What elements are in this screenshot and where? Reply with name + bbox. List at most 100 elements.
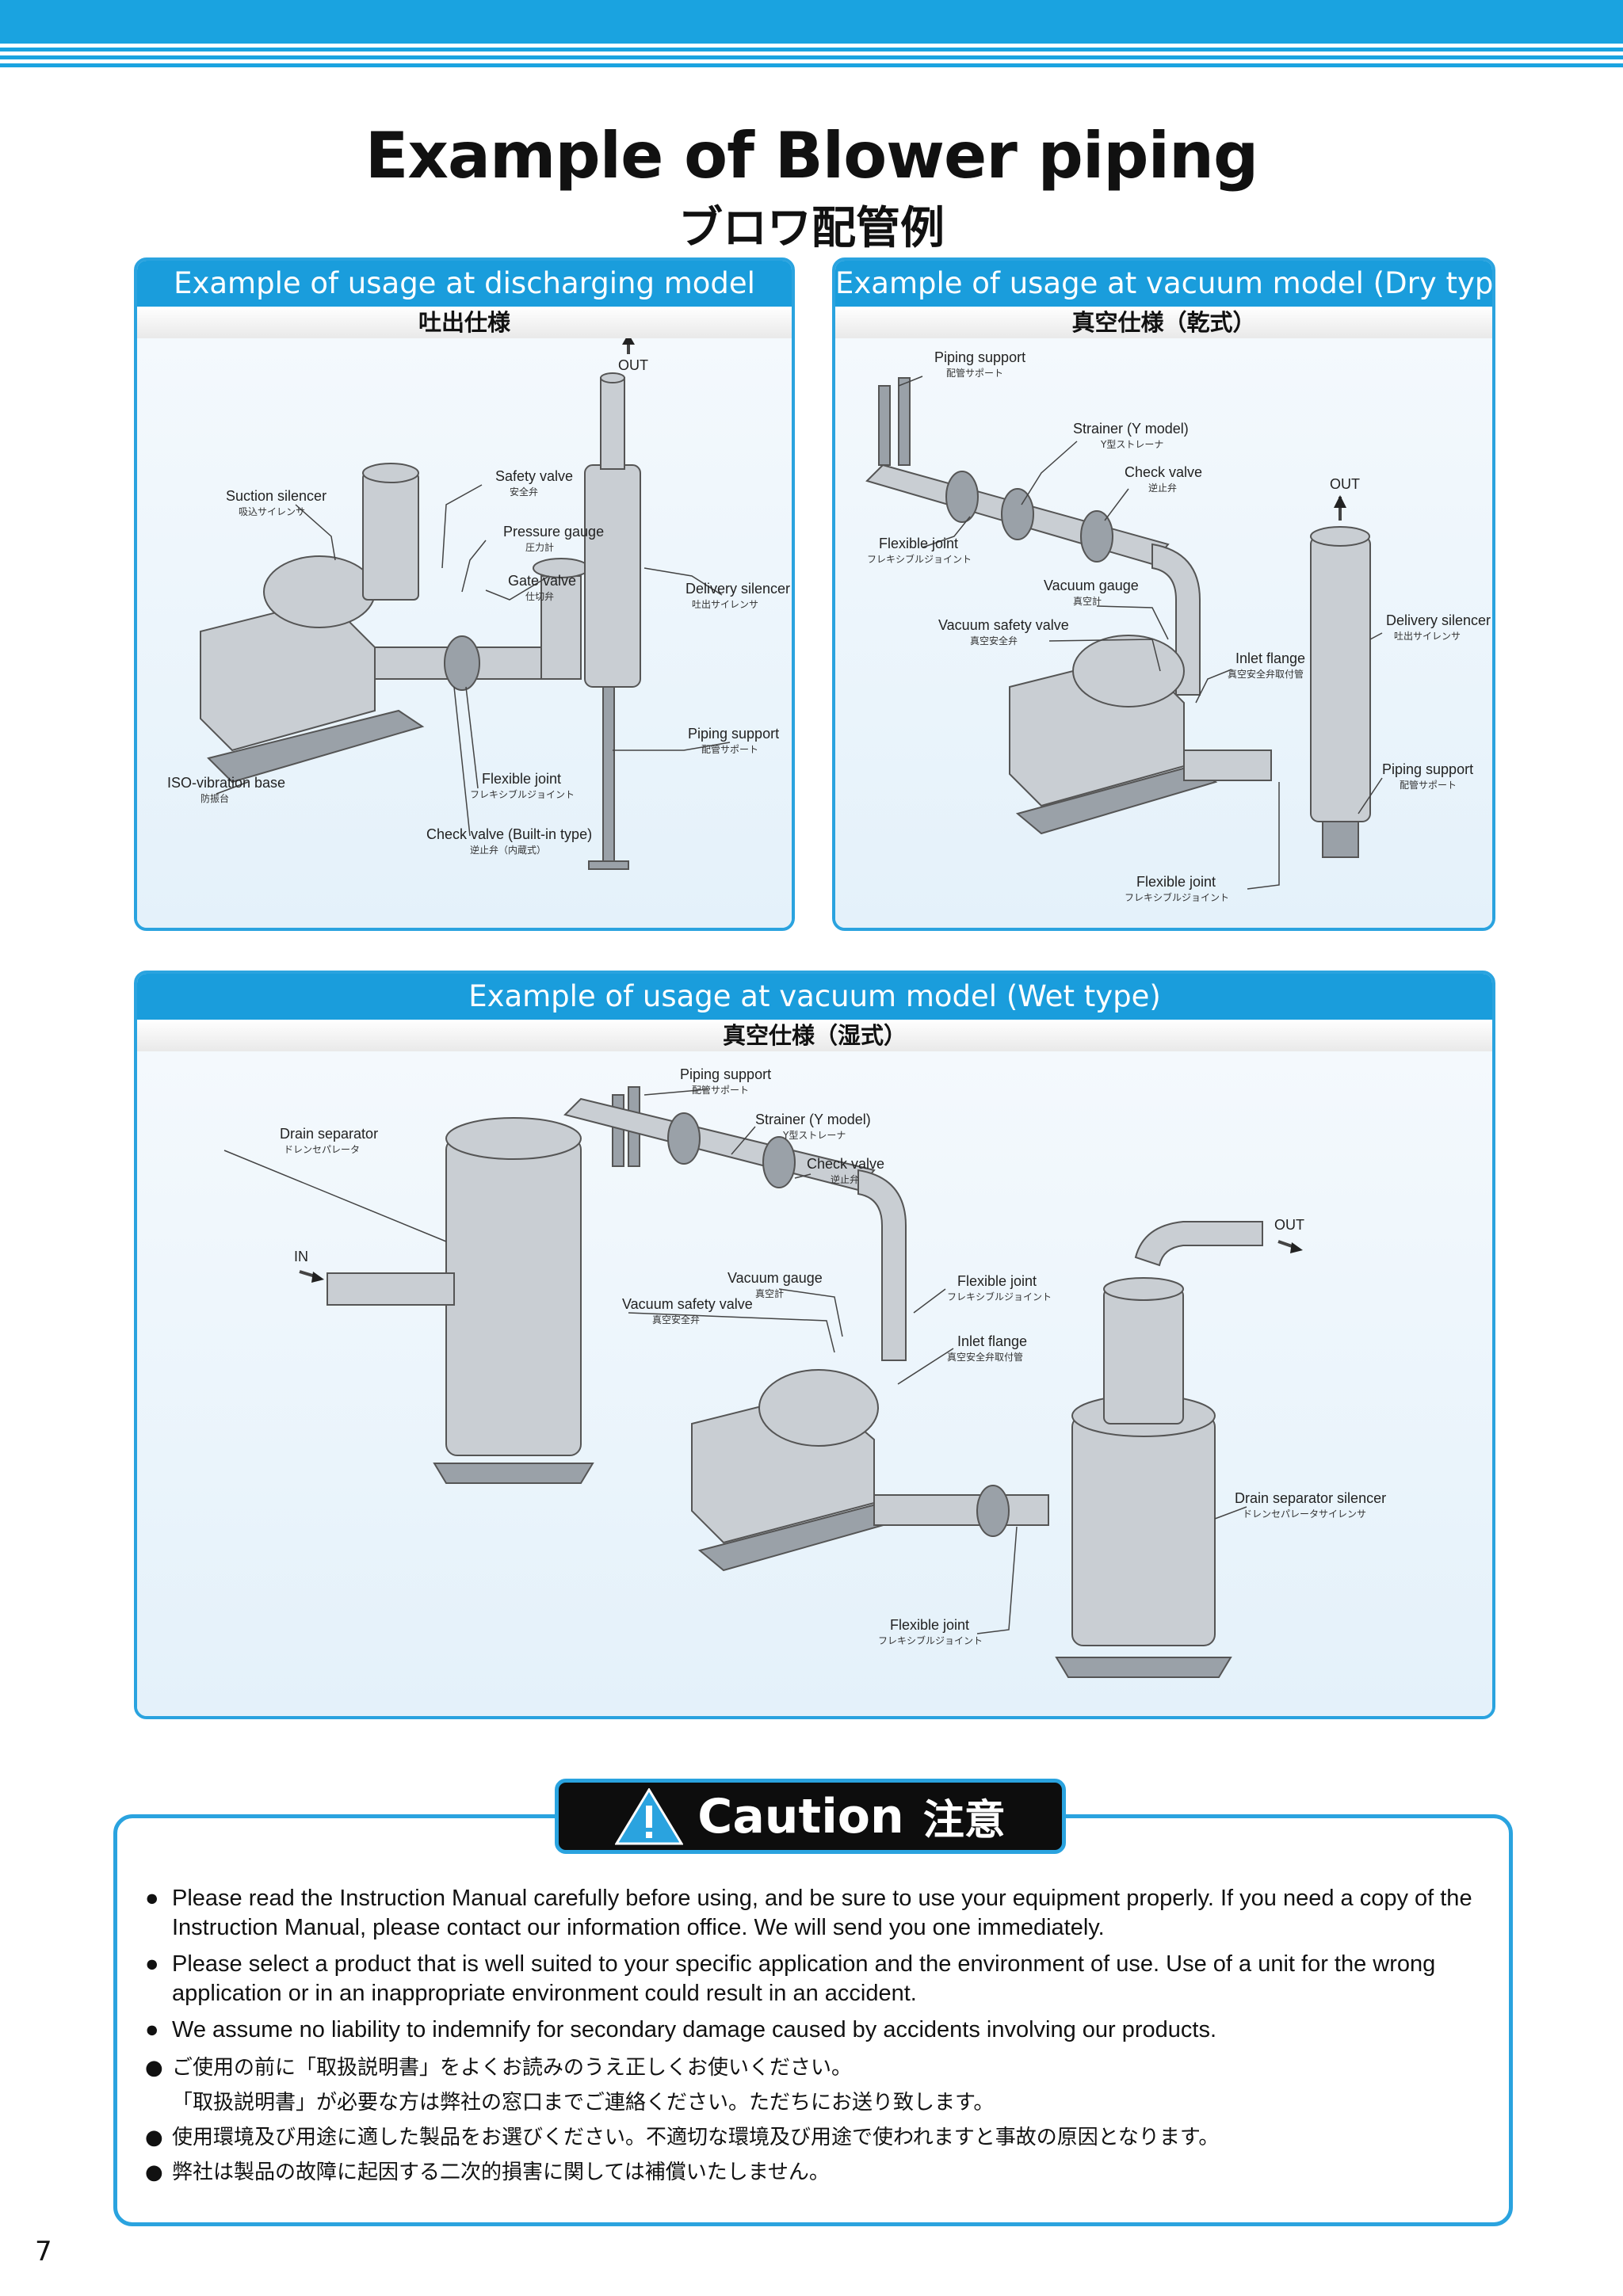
label-vacuum-gauge-jp: 真空計 — [755, 1287, 784, 1299]
label-flexible-joint-top-jp: フレキシブルジョイント — [947, 1291, 1052, 1302]
panel-vacuum-wet: Example of usage at vacuum model (Wet ty… — [134, 971, 1495, 1719]
label-strainer-jp: Y型ストレーナ — [1100, 439, 1163, 450]
top-stripe-lines — [0, 40, 1623, 71]
label-strainer: Strainer (Y model) — [1073, 421, 1189, 437]
panel-subtitle: 真空仕様（湿式） — [137, 1020, 1492, 1053]
label-suction-silencer: Suction silencer — [226, 488, 327, 504]
label-check-valve-jp: 逆止弁 — [831, 1173, 859, 1185]
vacuum-dry-diagram: Piping support 配管サポート Strainer (Y model)… — [865, 349, 1491, 903]
diagram-area: Piping support 配管サポート Strainer (Y model)… — [835, 338, 1492, 928]
label-flexible-joint-top: Flexible joint — [957, 1273, 1037, 1289]
suction-pipe-shape — [563, 1097, 876, 1192]
label-delivery-silencer-jp: 吐出サイレンサ — [1394, 631, 1461, 642]
panel-title: Example of usage at vacuum model (Dry ty… — [835, 261, 1492, 307]
panel-title: Example of usage at discharging model — [137, 261, 792, 307]
caution-item: Please read the Instruction Manual caref… — [145, 1884, 1484, 1943]
label-piping-support-jp: 配管サポート — [692, 1084, 749, 1096]
motor-shape — [263, 555, 376, 628]
label-flexible-joint-jp: フレキシブルジョイント — [878, 1634, 983, 1646]
label-gate-valve-jp: 仕切弁 — [525, 590, 554, 602]
caution-title-jp: 注意 — [922, 1797, 1006, 1844]
label-flexible-joint-jp: フレキシブルジョイント — [1125, 891, 1229, 903]
piping-support-shape — [878, 385, 891, 466]
label-iso-vibration-base-jp: 防振台 — [200, 792, 229, 804]
label-vacuum-gauge-jp: 真空計 — [1073, 595, 1102, 607]
label-flexible-joint: Flexible joint — [1136, 874, 1216, 890]
vacuum-wet-diagram: Piping support 配管サポート Strainer (Y model)… — [223, 1066, 1386, 1678]
page-number: 7 — [35, 2236, 52, 2267]
label-delivery-silencer: Delivery silencer — [1386, 612, 1491, 628]
label-pressure-gauge: Pressure gauge — [503, 524, 604, 540]
label-piping-support-jp: 配管サポート — [701, 743, 758, 755]
label-iso-vibration-base: ISO-vibration base — [167, 775, 285, 791]
discharging-diagram: OUT Safety valve 安全弁 Suction silencer 吸込… — [167, 338, 790, 870]
piping-support-shape — [602, 686, 615, 862]
base-shape — [1015, 765, 1218, 835]
label-piping-support-jp: 配管サポート — [946, 367, 1003, 379]
label-piping-support-b-jp: 配管サポート — [1400, 779, 1457, 791]
label-vacuum-gauge: Vacuum gauge — [1044, 578, 1139, 593]
label-piping-support: Piping support — [934, 349, 1025, 365]
caution-item: 使用環境及び用途に適した製品をお選びください。不適切な環境及び用途で使われますと… — [145, 2122, 1484, 2153]
label-in: IN — [294, 1249, 308, 1264]
label-safety-valve: Safety valve — [495, 468, 573, 484]
label-inlet-flange-jp: 真空安全弁取付管 — [947, 1351, 1023, 1363]
page-subtitle: ブロワ配管例 — [678, 203, 945, 254]
caution-item-continuation: 「取扱説明書」が必要な方は弊社の窓口までご連絡ください。ただちにお送り致します。 — [172, 2091, 995, 2115]
diagram-area: OUT Safety valve 安全弁 Suction silencer 吸込… — [137, 338, 792, 928]
suction-silencer-shape — [362, 472, 419, 601]
caution-badge: Caution 注意 — [555, 1779, 1066, 1854]
label-flexible-joint-top: Flexible joint — [879, 536, 958, 551]
label-vacuum-safety-valve: Vacuum safety valve — [622, 1296, 753, 1312]
label-suction-silencer-jp: 吸込サイレンサ — [239, 506, 305, 517]
drain-separator-silencer-shape — [1071, 1415, 1216, 1646]
inlet-pipe-shape — [327, 1272, 455, 1306]
label-vacuum-safety-valve-jp: 真空安全弁 — [970, 635, 1018, 646]
label-inlet-flange-jp: 真空安全弁取付管 — [1228, 668, 1304, 680]
label-check-valve: Check valve — [1125, 464, 1202, 480]
top-color-band — [0, 0, 1623, 40]
label-pressure-gauge-jp: 圧力計 — [525, 541, 554, 553]
label-out: OUT — [1330, 476, 1360, 492]
drain-separator-shape — [445, 1138, 582, 1456]
panel-title: Example of usage at vacuum model (Wet ty… — [137, 974, 1492, 1020]
caution-title: Caution — [697, 1788, 904, 1844]
delivery-silencer-shape — [1310, 536, 1371, 822]
diagram-area: Piping support 配管サポート Strainer (Y model)… — [137, 1051, 1492, 1716]
label-delivery-silencer-jp: 吐出サイレンサ — [692, 599, 758, 610]
warning-triangle-icon — [615, 1787, 684, 1844]
label-flexible-joint-jp: フレキシブルジョイント — [470, 788, 575, 800]
elbow-pipe-shape — [857, 1169, 907, 1361]
elbow-pipe-shape — [1151, 543, 1201, 696]
label-check-valve-jp: 逆止弁（内蔵式） — [470, 844, 546, 856]
label-check-valve: Check valve (Built-in type) — [426, 826, 592, 842]
label-flexible-joint: Flexible joint — [890, 1617, 969, 1633]
label-out: OUT — [1274, 1217, 1304, 1233]
label-flexible-joint-top-jp: フレキシブルジョイント — [867, 553, 972, 565]
outlet-pipe-shape — [600, 377, 625, 470]
label-out: OUT — [618, 357, 648, 373]
panel-discharging: Example of usage at discharging model 吐出… — [134, 257, 795, 931]
label-safety-valve-jp: 安全弁 — [510, 486, 538, 498]
label-flexible-joint: Flexible joint — [482, 771, 561, 787]
caution-item: 弊社は製品の故障に起因する二次的損害に関しては補償いたしません。 — [145, 2157, 1484, 2188]
label-drain-separator-silencer-jp: ドレンセパレータサイレンサ — [1243, 1508, 1366, 1520]
label-gate-valve: Gate valve — [508, 573, 576, 589]
discharge-pipe-shape — [873, 1494, 1049, 1526]
page-title: Example of Blower piping — [365, 119, 1258, 193]
piping-support-shape — [612, 1094, 624, 1167]
panel-subtitle: 真空仕様（乾式） — [835, 307, 1492, 340]
caution-item: Please select a product that is well sui… — [145, 1950, 1484, 2008]
label-inlet-flange: Inlet flange — [1235, 650, 1305, 666]
label-vacuum-gauge: Vacuum gauge — [727, 1270, 823, 1286]
delivery-silencer-shape — [584, 464, 641, 688]
panel-vacuum-dry: Example of usage at vacuum model (Dry ty… — [832, 257, 1495, 931]
label-piping-support-b: Piping support — [1382, 761, 1473, 777]
label-check-valve-jp: 逆止弁 — [1148, 482, 1177, 494]
label-inlet-flange: Inlet flange — [957, 1333, 1027, 1349]
iso-vibration-base-shape — [207, 709, 425, 784]
label-piping-support: Piping support — [680, 1066, 771, 1082]
label-strainer: Strainer (Y model) — [755, 1112, 871, 1127]
label-vacuum-safety-valve: Vacuum safety valve — [938, 617, 1069, 633]
label-strainer-jp: Y型ストレーナ — [782, 1130, 846, 1141]
